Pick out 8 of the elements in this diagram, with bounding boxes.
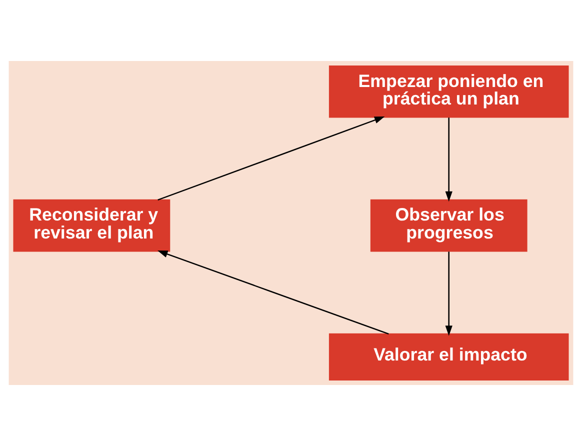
node-box: Reconsiderar y revisar el plan bbox=[13, 199, 170, 252]
node-box: Valorar el impacto bbox=[328, 333, 569, 381]
node-box: Empezar poniendo en práctica un plan bbox=[328, 65, 569, 118]
arrow bbox=[445, 252, 452, 336]
arrow bbox=[157, 250, 389, 335]
arrow bbox=[445, 118, 452, 202]
node-box: Observar los progresos bbox=[370, 199, 528, 252]
arrow bbox=[158, 116, 385, 201]
